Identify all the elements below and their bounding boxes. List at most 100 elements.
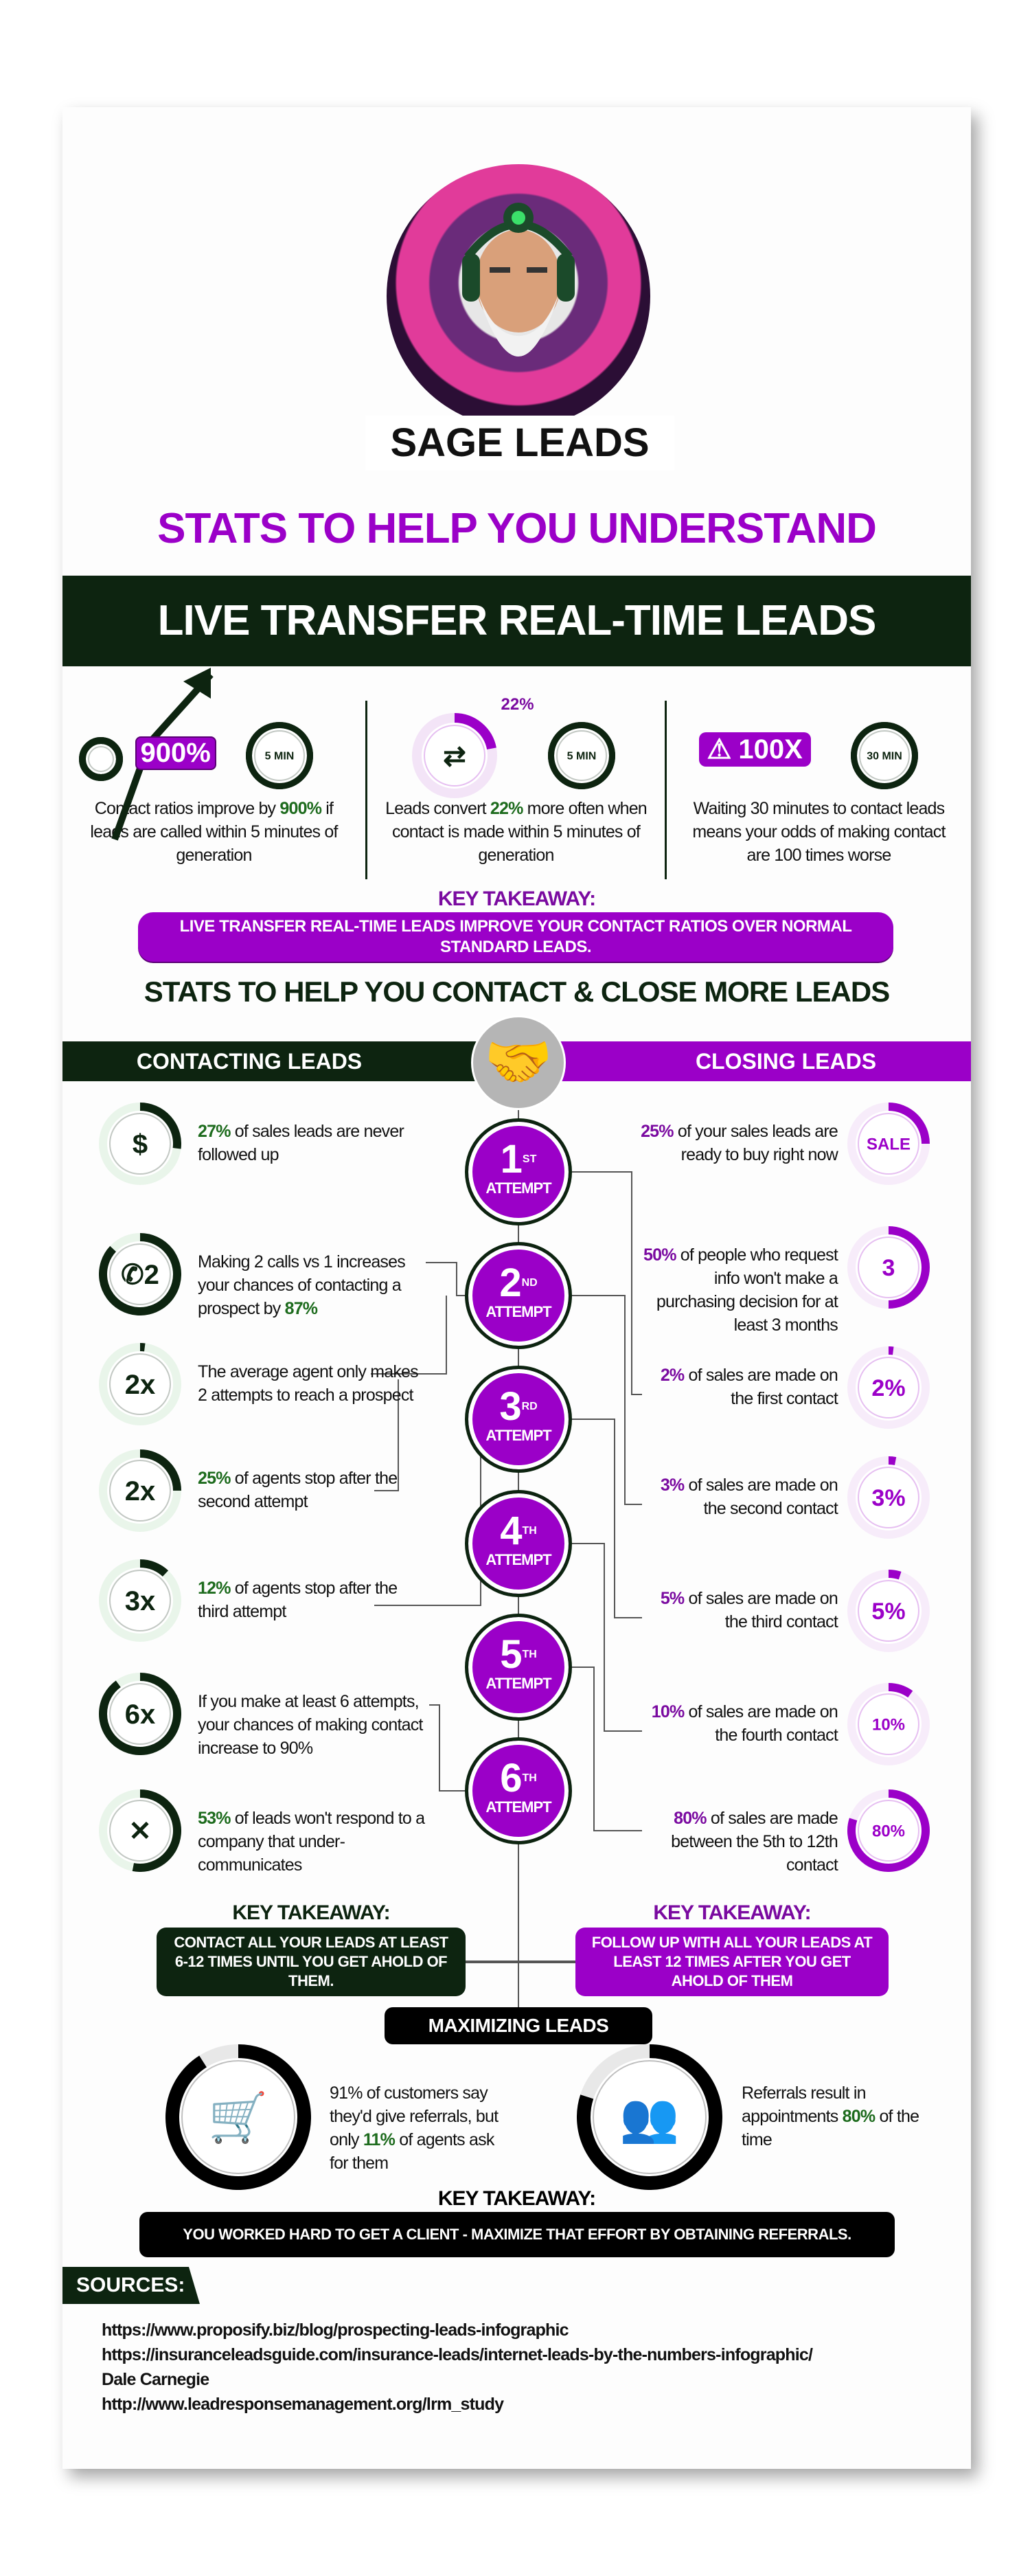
stat-text: Waiting 30 minutes to contact leads mean… — [692, 799, 946, 865]
svg-text:⇄: ⇄ — [443, 741, 466, 771]
maximizing-title: MAXIMIZING LEADS — [385, 2007, 652, 2044]
svg-text:3x: 3x — [125, 1586, 156, 1616]
title-line2: LIVE TRANSFER REAL-TIME LEADS — [157, 597, 877, 644]
intro-stat-text: Leads convert 22% more often when contac… — [381, 797, 651, 867]
highlight-value: 22% — [490, 799, 523, 818]
svg-text:3%: 3% — [871, 1485, 905, 1511]
stat-text: of sales are made on the third contact — [684, 1589, 838, 1631]
takeaway3-label: KEY TAKEAWAY: — [437, 2187, 596, 2210]
stat-text: The average agent only makes 2 attempts … — [198, 1362, 419, 1405]
stat-text: of leads won't respond to a company that… — [198, 1809, 425, 1875]
logo — [387, 164, 650, 428]
agent-headset-icon: 2x — [99, 1343, 181, 1425]
title-line1: STATS TO HELP YOU UNDERSTAND — [157, 505, 877, 552]
stat-text: of agents ask for them — [330, 2130, 494, 2173]
stopwatch-icon: 5 MIN — [547, 722, 615, 789]
stopwatch-icon: 30 MIN — [850, 722, 918, 789]
stat-text: of sales leads are never followed up — [198, 1122, 404, 1164]
highlight-value: 3% — [660, 1476, 685, 1495]
growth-chart-icon: 3% — [847, 1456, 930, 1539]
stat-text: of sales are made on the first contact — [684, 1366, 838, 1408]
phone-transfer-icon: ⇄ — [411, 713, 497, 798]
contacting-stat-text: If you make at least 6 attempts, your ch… — [198, 1690, 431, 1760]
stat-text: 91% of customers say they'd give referra… — [330, 2083, 499, 2149]
source-text: Dale Carnegie — [102, 2370, 209, 2389]
growth-chart-icon: 10% — [847, 1683, 930, 1765]
shopping-cart-person-icon: 🛒 — [165, 2044, 311, 2190]
growth-chart-icon: 2% — [847, 1346, 930, 1429]
stat-text: of the time — [742, 2107, 919, 2149]
intro-stat-text: Waiting 30 minutes to contact leads mean… — [680, 797, 957, 867]
svg-text:6x: 6x — [125, 1699, 156, 1730]
highlight-value: 87% — [284, 1299, 318, 1318]
highlight-value: 11% — [363, 2130, 396, 2149]
divider — [665, 701, 667, 879]
svg-text:✆: ✆ — [94, 751, 106, 768]
svg-text:5 MIN: 5 MIN — [566, 751, 596, 762]
stat-text: more often when contact is made within 5… — [391, 799, 648, 865]
growth-chart-icon: 80% — [847, 1789, 930, 1872]
section-title: STATS TO HELP YOU CONTACT & CLOSE MORE L… — [144, 975, 890, 1008]
svg-text:✕: ✕ — [128, 1816, 152, 1846]
svg-text:2%: 2% — [871, 1375, 905, 1401]
highlight-value: 5% — [660, 1589, 685, 1608]
svg-text:$: $ — [133, 1129, 148, 1160]
sale-badge-icon: SALE — [847, 1103, 930, 1185]
closing-header: CLOSING LEADS — [518, 1041, 971, 1081]
svg-text:10%: 10% — [872, 1715, 905, 1734]
stat-text: of your sales leads are ready to buy rig… — [673, 1122, 838, 1164]
takeaway-left-label: KEY TAKEAWAY: — [232, 1901, 390, 1924]
closing-stat-text: 10% of sales are made on the fourth cont… — [639, 1700, 838, 1747]
closing-stat-text: 5% of sales are made on the third contac… — [639, 1587, 838, 1634]
highlight-value: 27% — [198, 1122, 231, 1141]
agent-headset-icon: 6x — [99, 1673, 181, 1755]
highlight-value: 10% — [651, 1702, 685, 1721]
svg-text:5%: 5% — [871, 1598, 905, 1625]
highlight-value: 25% — [198, 1469, 231, 1488]
sage-face-icon — [462, 203, 575, 357]
highlight-value: 25% — [641, 1122, 674, 1141]
source-link[interactable]: https://www.proposify.biz/blog/prospecti… — [102, 2320, 569, 2340]
highlight-value: 2% — [660, 1366, 685, 1385]
closing-stat-text: 2% of sales are made on the first contac… — [639, 1364, 838, 1410]
title-banner: LIVE TRANSFER REAL-TIME LEADS — [62, 576, 971, 666]
stat-text: of sales are made between the 5th to 12t… — [671, 1809, 838, 1875]
contacting-stat-text: The average agent only makes 2 attempts … — [198, 1360, 431, 1407]
no-response-icon: ✕ — [99, 1789, 181, 1872]
stat-text: If you make at least 6 attempts, your ch… — [198, 1692, 423, 1758]
svg-text:30 MIN: 30 MIN — [867, 751, 902, 762]
svg-text:5 MIN: 5 MIN — [264, 751, 294, 762]
stat-text: of agents stop after the second attempt — [198, 1469, 398, 1511]
warning-icon: ⚠ — [707, 734, 732, 765]
divider — [365, 701, 367, 879]
stat-text: of agents stop after the third attempt — [198, 1579, 398, 1621]
growth-chart-icon: 5% — [847, 1570, 930, 1652]
agent-headset-icon: 2x — [99, 1449, 181, 1532]
svg-text:2x: 2x — [125, 1370, 156, 1400]
source-link[interactable]: http://www.leadresponsemanagement.org/lr… — [102, 2395, 504, 2414]
percent-label: 22% — [501, 695, 534, 714]
svg-text:3: 3 — [882, 1255, 895, 1281]
highlight-value: 50% — [643, 1245, 676, 1265]
svg-text:🛒: 🛒 — [208, 2090, 268, 2145]
stat-text: of people who request info won't make a … — [656, 1245, 838, 1335]
source-link[interactable]: https://insuranceleadsguide.com/insuranc… — [102, 2345, 813, 2364]
svg-text:80%: 80% — [872, 1822, 905, 1840]
sources-label: SOURCES: — [62, 2267, 200, 2304]
highlight-value: 53% — [198, 1809, 231, 1828]
contacting-stat-text: Making 2 calls vs 1 increases your chanc… — [198, 1250, 431, 1320]
handshake-icon: 🤝 — [471, 1015, 566, 1110]
takeaway-left-box: CONTACT ALL YOUR LEADS AT LEAST 6-12 TIM… — [157, 1928, 466, 1996]
brand-name: SAGE LEADS — [365, 416, 674, 471]
contacting-header: CONTACTING LEADS — [62, 1041, 518, 1081]
stat-text: if leads are called within 5 minutes of … — [90, 799, 338, 865]
stat-text: Making 2 calls vs 1 increases your chanc… — [198, 1252, 406, 1318]
highlight-value: 12% — [198, 1579, 231, 1598]
highlight-value: 80% — [842, 2107, 876, 2126]
contacting-stat-text: 27% of sales leads are never followed up — [198, 1120, 431, 1166]
svg-text:SALE: SALE — [867, 1135, 911, 1153]
